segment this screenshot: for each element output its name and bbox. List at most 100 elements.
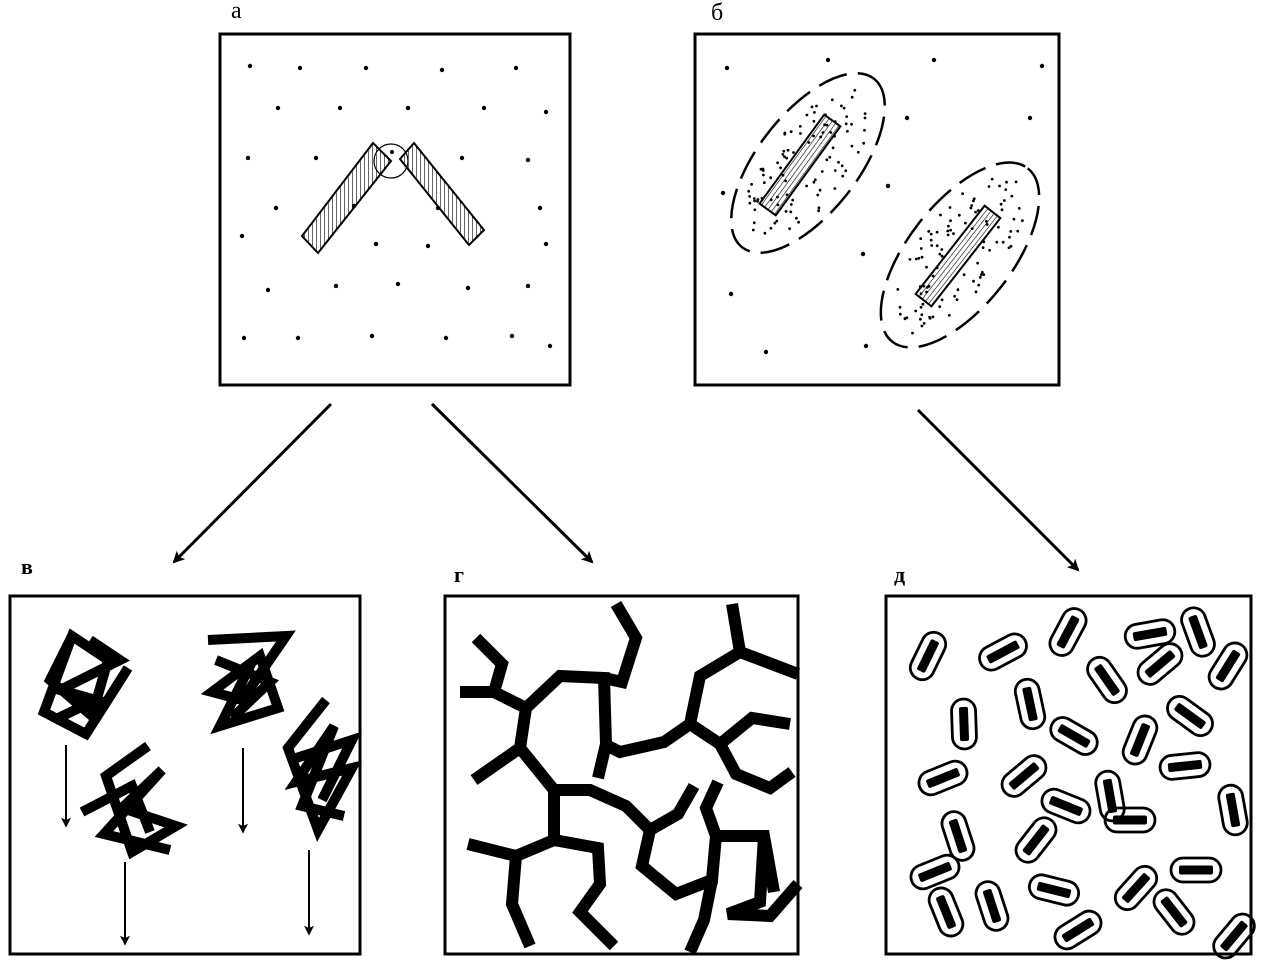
panel-a-content [239, 63, 553, 349]
panel-v-content [37, 628, 362, 946]
particle-shell [927, 886, 965, 938]
floc-aggregate [200, 630, 296, 735]
particle-core [1036, 881, 1072, 899]
dispersed-particle-dot [239, 233, 245, 239]
particle-shell [1013, 677, 1047, 731]
panel-b-frame [693, 32, 1061, 387]
particle-shell [1212, 912, 1256, 960]
dispersed-particle-dot [728, 291, 734, 297]
particle-core [1049, 796, 1083, 816]
dispersed-particle-dot [265, 287, 271, 293]
panel-v-frame [8, 594, 362, 956]
arrow-b-to-d [916, 408, 1080, 572]
particle-shell [1040, 787, 1092, 825]
panel-a-contact-circle [373, 143, 409, 179]
gel-strand [684, 878, 718, 955]
dispersed-particle-dot [275, 105, 281, 111]
gel-strand [699, 779, 724, 839]
particle-shell [1049, 716, 1099, 756]
particle-shell [909, 853, 961, 891]
panel-d-frame [884, 594, 1253, 956]
particle-core [1220, 920, 1248, 952]
dispersed-particle-dot [481, 105, 487, 111]
gel-strand [505, 855, 536, 949]
gel-strand [552, 834, 619, 951]
transition-arrows [172, 402, 1080, 572]
dispersed-particle-dot [860, 251, 866, 257]
particle-core [1188, 615, 1208, 649]
panel-v-aggregates [37, 628, 362, 860]
particle-shell [1103, 806, 1157, 834]
floc-aggregate [79, 778, 155, 834]
particle-core [1144, 650, 1176, 678]
dispersed-particle-dot [443, 335, 449, 341]
particle-shell [917, 759, 969, 797]
dispersed-particle-dot [405, 105, 411, 111]
particle-shell [1123, 618, 1177, 650]
panel-a-label: а [231, 0, 242, 24]
floc-aggregate [288, 731, 362, 803]
panel-b-shell-1 [729, 71, 887, 255]
dispersed-particle-dot [543, 109, 549, 115]
panel-b-dots [720, 57, 1045, 355]
dispersed-particle-dot [525, 283, 531, 289]
particle-core [1167, 759, 1203, 773]
panel-a-dots [239, 63, 553, 349]
particle-shell [1000, 754, 1048, 798]
panel-a-frame [218, 32, 572, 387]
dispersed-particle-dot [1027, 115, 1033, 121]
panel-a-contact-dot [390, 150, 394, 154]
dispersed-particle-dot [465, 285, 471, 291]
panel-d-label: д [894, 562, 905, 587]
dispersed-particle-dot [333, 283, 339, 289]
particle-core [926, 768, 960, 788]
particle-core [1022, 686, 1038, 722]
particle-core [1056, 615, 1080, 649]
dispersed-particle-dot [395, 281, 401, 287]
floc-aggregate [214, 655, 280, 722]
panel-v-settling-arrows [61, 745, 314, 946]
floc-aggregate [46, 635, 130, 725]
gel-strand [470, 686, 533, 785]
gel-strand [737, 646, 801, 680]
gel-strand [466, 790, 560, 863]
panel-g-content [460, 600, 803, 955]
particle-core [1132, 626, 1168, 642]
particle-core [1094, 664, 1120, 696]
particle-core [918, 862, 952, 882]
particle-core [1174, 703, 1206, 729]
particle-shell [1113, 864, 1159, 912]
dispersed-particle-dot [425, 243, 431, 249]
dispersed-particle-dot [247, 63, 253, 69]
particle-core [986, 640, 1020, 664]
panel-a-right-particle [398, 141, 486, 247]
panel-g-network [460, 600, 803, 955]
gel-strand [714, 741, 796, 795]
arrow-a-to-g [430, 402, 594, 564]
particle-core [1225, 792, 1241, 828]
particle-shell [1207, 641, 1249, 691]
particle-core [1130, 723, 1150, 757]
dispersed-particle-dot [245, 155, 251, 161]
dispersed-particle-dot [509, 333, 515, 339]
dispersed-particle-dot [863, 343, 869, 349]
particle-shell [908, 630, 948, 682]
panel-d-content [908, 606, 1256, 960]
dispersed-particle-dot [543, 241, 549, 247]
dispersed-particle-dot [904, 115, 910, 121]
particle-shell [1166, 694, 1214, 738]
dispersed-particle-dot [241, 335, 247, 341]
particle-shell [1136, 642, 1184, 686]
dispersed-particle-dot [439, 67, 445, 73]
particle-core [1102, 778, 1118, 814]
gel-strand [602, 600, 643, 690]
particle-core [1160, 896, 1188, 928]
dispersed-particle-dot [931, 57, 937, 63]
panel-b-content [720, 57, 1045, 355]
particle-core [1022, 824, 1050, 856]
particle-shell [1027, 873, 1081, 907]
panel-d-particles [908, 606, 1256, 960]
particle-shell [1121, 714, 1159, 766]
particle-core [917, 639, 939, 673]
particle-shell [950, 697, 978, 751]
